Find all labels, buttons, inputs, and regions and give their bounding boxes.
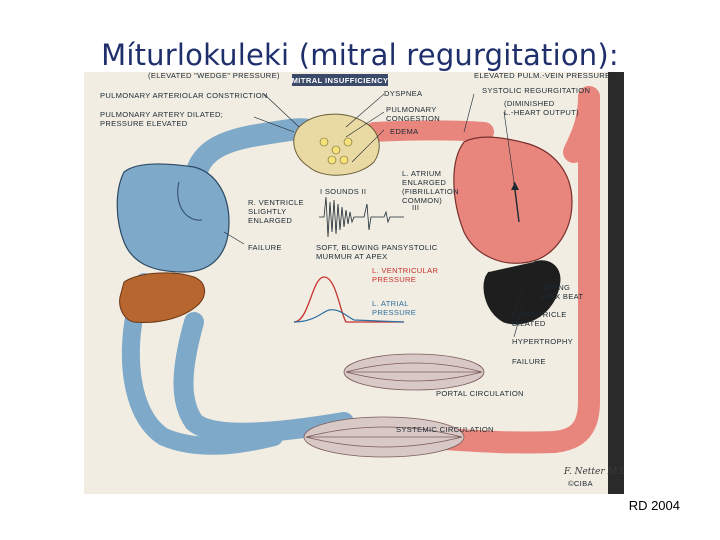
systemic-capillary-bed (303, 416, 465, 458)
systemic-venous-return (121, 273, 283, 455)
label-lv-pressure-1: L. VENTRICULAR (372, 266, 438, 275)
label-la-pressure-1: L. ATRIAL (372, 299, 409, 308)
leader-lines (223, 93, 525, 338)
label-systemic-circulation: SYSTEMIC CIRCULATION (396, 425, 494, 434)
edema-bubble (339, 155, 349, 165)
label-r-ventricle-1: R. VENTRICLE (248, 198, 304, 207)
label-dyspnea: DYSPNEA (384, 89, 423, 98)
label-pulmonary-artery-2: PRESSURE ELEVATED (100, 119, 188, 128)
label-sound-iii: III (412, 203, 419, 212)
label-pulmonary-congestion-2: CONGESTION (386, 114, 440, 123)
label-r-ventricle-3: ENLARGED (248, 216, 292, 225)
label-pulmonary-arteriolar: PULMONARY ARTERIOLAR CONSTRICTION (100, 91, 268, 100)
label-murmur-2: MURMUR AT APEX (316, 252, 387, 261)
label-lv-pressure-2: PRESSURE (372, 275, 416, 284)
edema-bubble (319, 137, 329, 147)
label-portal-circulation: PORTAL CIRCULATION (436, 389, 524, 398)
edema-bubble (331, 145, 341, 155)
label-failure-right: FAILURE (512, 357, 546, 366)
edema-bubble (343, 137, 353, 147)
label-elevated-pulm-vein: ELEVATED PULM.-VEIN PRESSURE (474, 72, 610, 80)
label-lifting-1: LIFTING (539, 283, 570, 292)
label-r-ventricle-2: SLIGHTLY (248, 207, 287, 216)
label-l-atrium-4: COMMON) (402, 196, 442, 205)
left-heart (453, 136, 573, 264)
banner-text: MITRAL INSUFFICIENCY (292, 76, 389, 85)
la-pressure-curve (293, 309, 405, 323)
label-diminished-1: (DIMINISHED (504, 99, 555, 108)
edema-bubble (327, 155, 337, 165)
pulmonary-veins (364, 120, 494, 142)
slide-title: Míturlokuleki (mitral regurgitation): (101, 38, 619, 72)
label-pulmonary-artery-1: PULMONARY ARTERY DILATED; (100, 110, 223, 119)
label-elevated-wedge: (ELEVATED "WEDGE" PRESSURE) (148, 72, 280, 80)
label-la-pressure-2: PRESSURE (372, 308, 416, 317)
label-systolic-regurgitation: SYSTOLIC REGURGITATION (482, 86, 590, 95)
label-l-atrium-3: (FIBRILLATION (402, 187, 459, 196)
label-hypertrophy: HYPERTROPHY (512, 337, 573, 346)
label-failure-left: FAILURE (248, 243, 282, 252)
inferior-vena-cava (173, 312, 354, 443)
pressure-curves (293, 276, 405, 323)
label-l-atrium-2: ENLARGED (402, 178, 446, 187)
netter-diagram: MITRAL INSUFFICIENCY (ELEVATED "WEDGE" P… (84, 72, 624, 494)
label-murmur-1: SOFT, BLOWING PANSYSTOLIC (316, 243, 438, 252)
artist-signature: F. Netter M.D. (563, 467, 624, 477)
mitral-regurgitation-illustration: MITRAL INSUFFICIENCY (ELEVATED "WEDGE" P… (84, 72, 624, 494)
label-edema: EDEMA (390, 127, 419, 136)
phonocardiogram (319, 196, 404, 238)
tricuspid-detail (177, 181, 203, 221)
label-lv-dilated-1: L. VENTRICLE (512, 310, 567, 319)
right-heart (116, 163, 230, 273)
aortic-arch (563, 86, 600, 163)
label-diminished-2: L.-HEART OUTPUT) (504, 108, 579, 117)
ciba-mark: ©CIBA (568, 479, 593, 488)
banner-background (292, 74, 388, 86)
slide-edge (608, 72, 624, 494)
label-l-atrium-1: L. ATRIUM (402, 169, 441, 178)
slide-footer: RD 2004 (628, 498, 680, 513)
portal-capillary-bed (343, 353, 485, 391)
label-lv-dilated-2: DILATED (512, 319, 546, 328)
label-sounds: I SOUNDS II (320, 187, 366, 196)
label-lifting-2: APEX BEAT (539, 292, 583, 301)
regurgitation-arrow-head (511, 182, 519, 190)
liver (119, 272, 206, 323)
label-pulmonary-congestion-1: PULMONARY (386, 105, 437, 114)
